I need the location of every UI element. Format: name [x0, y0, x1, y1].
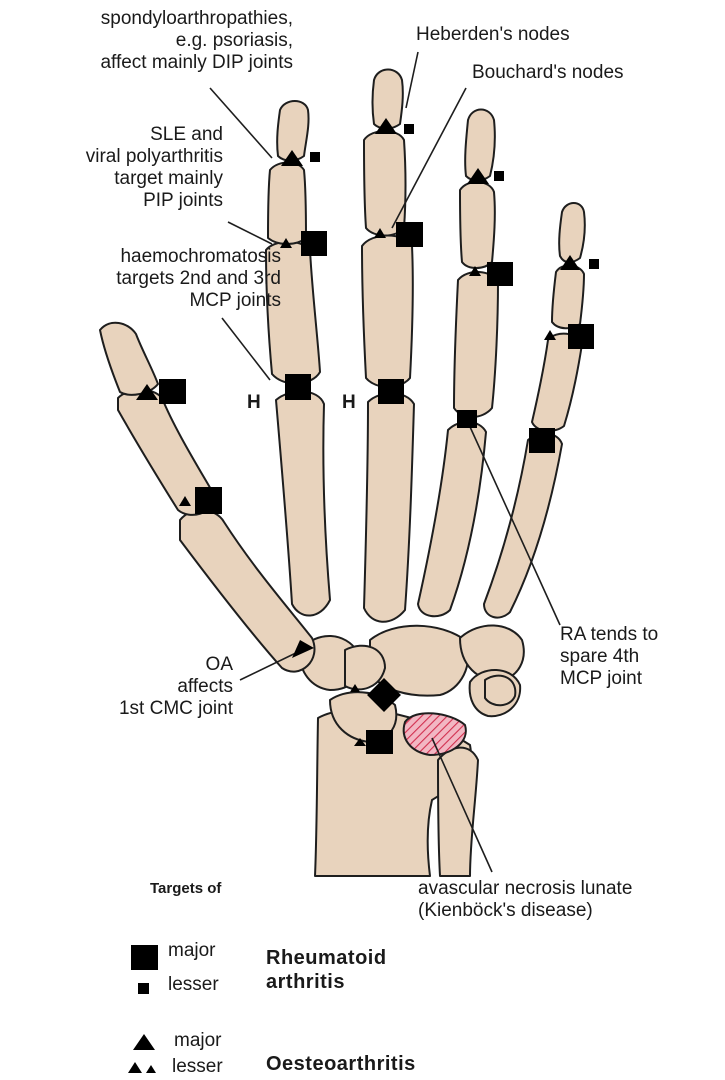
annotation-haemochromatosis: haemochromatosis targets 2nd and 3rd MCP… [1, 246, 281, 312]
legend-ra-lesser-label: lesser [168, 974, 219, 996]
legend-title: Targets of [150, 880, 221, 897]
ra-major-square [457, 410, 477, 428]
leader-haemo [222, 318, 270, 380]
legend-ra-major-label: major [168, 940, 216, 962]
ulna-bone [438, 748, 478, 876]
index-metacarpal [276, 391, 330, 615]
thumb-distal-phalanx [100, 323, 158, 395]
ra-major-square [529, 428, 555, 453]
carpal-pisiform [485, 676, 515, 706]
ra-major-square [487, 262, 513, 286]
annotation-bouchard: Bouchard's nodes [472, 62, 624, 84]
ring-middle-phalanx [460, 182, 495, 268]
haemochromatosis-marker-3rd: H [342, 392, 356, 414]
leader-heberden [406, 52, 418, 108]
ra-lesser-square [589, 259, 599, 269]
ra-major-square [378, 379, 404, 404]
annotation-spondyloarthropathies: spondyloarthropathies, e.g. psoriasis, a… [0, 8, 293, 74]
leader-sle [228, 222, 272, 244]
legend-ra-lesser-square [138, 983, 149, 994]
legend-oa-major-triangle [133, 1034, 155, 1050]
ra-major-square [301, 231, 327, 256]
legend-oa-lesser-label: lesser [172, 1056, 223, 1078]
ra-lesser-square [310, 152, 320, 162]
haemochromatosis-marker-2nd: H [247, 392, 261, 414]
little-middle-phalanx [552, 265, 584, 328]
middle-distal-phalanx [373, 70, 403, 129]
legend-ra-name: Rheumatoid arthritis [266, 946, 387, 994]
legend-oa-lesser-triangle-2 [146, 1065, 156, 1073]
middle-proximal-phalanx [362, 236, 413, 388]
legend-oa-major-label: major [174, 1030, 222, 1052]
annotation-oa: OA affects 1st CMC joint [33, 654, 233, 720]
ra-major-square [366, 730, 393, 754]
ra-major-square [159, 379, 186, 404]
legend-oa-lesser-triangle-1 [128, 1062, 142, 1073]
annotation-avascular-necrosis: avascular necrosis lunate (Kienböck's di… [418, 878, 632, 922]
annotation-sle: SLE and viral polyarthritis target mainl… [3, 124, 223, 212]
little-metacarpal [484, 434, 562, 618]
ring-metacarpal [418, 422, 486, 616]
ra-major-square [396, 222, 423, 247]
annotation-heberden: Heberden's nodes [416, 24, 570, 46]
ra-major-square [285, 374, 311, 400]
ring-distal-phalanx [465, 110, 495, 181]
legend-oa-name: Oesteoarthritis [266, 1052, 416, 1076]
index-middle-phalanx [268, 163, 306, 245]
ring-proximal-phalanx [454, 272, 498, 417]
ra-major-square [195, 487, 222, 514]
middle-middle-phalanx [364, 131, 406, 236]
middle-metacarpal [364, 393, 414, 622]
ra-lesser-square [404, 124, 414, 134]
ra-lesser-square [494, 171, 504, 181]
legend-ra-major-square [131, 945, 158, 970]
annotation-ra-spare: RA tends to spare 4th MCP joint [560, 624, 658, 690]
little-distal-phalanx [559, 203, 585, 262]
ra-major-square [568, 324, 594, 349]
